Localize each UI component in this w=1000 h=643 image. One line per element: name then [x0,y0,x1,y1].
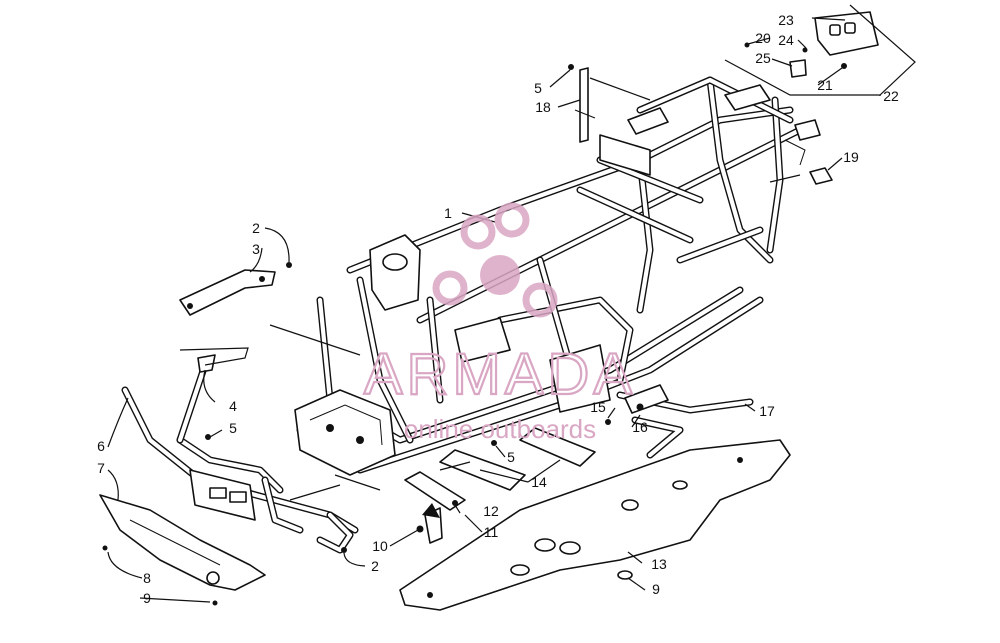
callout-7: 7 [97,460,105,476]
callout-16: 16 [632,419,648,435]
callout-2-bottom: 2 [371,558,379,574]
callout-13: 13 [651,556,667,572]
callout-14: 14 [531,474,547,490]
callout-11: 11 [484,524,499,540]
pad-part-19 [809,167,833,185]
callout-5-top: 5 [534,80,542,96]
callout-12: 12 [483,503,499,519]
front-bumper-part-6 [121,386,359,554]
callout-15: 15 [590,399,606,415]
callout-21: 21 [817,77,833,93]
watermark-brand: ARMADA [364,342,636,407]
pads-part-14 [439,427,596,491]
bracket-part-11 [404,471,466,544]
rear-rail-part-17 [616,384,754,459]
callout-4: 4 [229,398,237,414]
callout-10: 10 [372,538,388,554]
leader-lines [107,4,916,603]
callout-9-right: 9 [652,581,660,597]
callout-23: 23 [778,12,794,28]
callout-17: 17 [759,403,775,419]
watermark: ARMADA online outboards [363,202,636,444]
callout-19: 19 [843,149,859,165]
callout-labels: 1 2 2 3 4 5 5 5 6 7 8 9 9 10 11 12 13 14… [97,12,899,606]
callout-1: 1 [444,205,452,221]
callout-5-middle: 5 [507,449,515,465]
callout-3: 3 [252,241,260,257]
taillight-assembly [744,11,879,78]
callout-2-top: 2 [252,220,260,236]
front-guard-part-7 [99,494,266,591]
fasteners [102,64,633,606]
watermark-tagline: online outboards [404,414,596,444]
brace-part-18 [574,67,596,143]
brace-part-4 [176,354,216,444]
callout-25: 25 [755,50,771,66]
callout-8: 8 [143,570,151,586]
bracket-part-3 [179,269,276,316]
callout-20: 20 [755,30,771,46]
callout-22: 22 [883,88,899,104]
main-frame [294,76,821,476]
callout-24: 24 [778,32,794,48]
callout-6: 6 [97,438,105,454]
callout-18: 18 [535,99,551,115]
skid-plate-part-13 [399,439,791,611]
callout-9-left: 9 [143,590,151,606]
callout-5-left: 5 [229,420,237,436]
